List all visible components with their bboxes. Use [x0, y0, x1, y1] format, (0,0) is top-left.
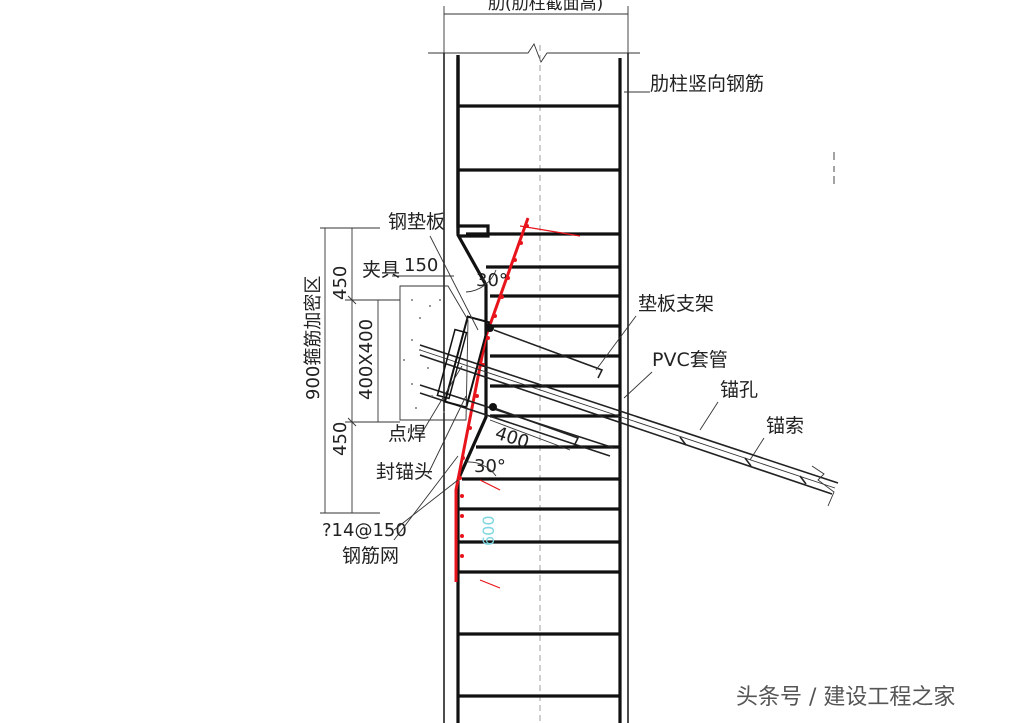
- dim-150: 150: [404, 255, 438, 276]
- anchor-cable-label: 锚索: [766, 415, 804, 437]
- plate-dimensions: 150 30° 30° 400 600: [392, 255, 571, 546]
- rib-column-rebar-label: 肋柱竖向钢筋: [650, 73, 764, 95]
- anchor-hole-label: 锚孔: [720, 379, 758, 401]
- top-note-label: 肋(肋柱截面高): [488, 0, 603, 14]
- anchor-cable-assembly: [419, 315, 839, 507]
- dim-600: 600: [479, 515, 498, 546]
- vertical-rebars: [456, 58, 622, 723]
- clamp-label: 夹具: [362, 259, 400, 281]
- spot-weld-label: 点焊: [388, 423, 426, 445]
- left-dimension-chain: 450 400X400 450 900箍筋加密区: [303, 227, 400, 514]
- dim-450-top: 450: [330, 266, 351, 300]
- plate-support-label: 垫板支架: [638, 293, 714, 315]
- dim-450-bottom: 450: [330, 422, 351, 456]
- stirrup-zone-label: 900箍筋加密区: [303, 276, 324, 400]
- break-line: [428, 43, 640, 63]
- top-dimension: 肋(肋柱截面高): [443, 0, 629, 55]
- rebar-mesh-label: 钢筋网: [342, 545, 399, 567]
- steel-plate-label: 钢垫板: [388, 211, 445, 233]
- pvc-sleeve-label: PVC套管: [652, 349, 728, 371]
- angle-bottom: 30°: [474, 456, 506, 477]
- seal-anchor-head-label: 封锚头: [376, 461, 433, 483]
- dim-400x400: 400X400: [356, 319, 377, 400]
- rebar-spec-label: ?14@150: [322, 520, 407, 541]
- sealed-anchor-head-region: [399, 285, 469, 421]
- stirrups: [458, 104, 620, 698]
- annotation-labels: 肋柱竖向钢筋 钢垫板 夹具 垫板支架 PVC套管 锚孔 锚索 点焊 封锚头 ?1…: [322, 73, 804, 567]
- watermark: 头条号 / 建设工程之家: [736, 685, 955, 710]
